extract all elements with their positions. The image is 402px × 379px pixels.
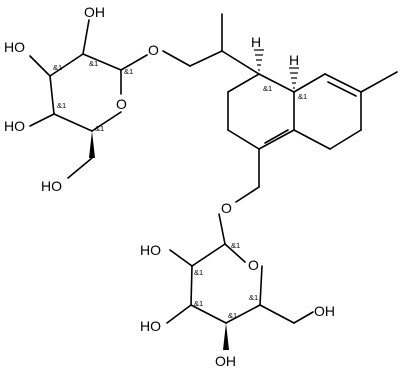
hashed-bond (254, 49, 264, 71)
bond (227, 129, 260, 150)
bond (29, 113, 55, 127)
bond (324, 73, 362, 93)
bond (258, 73, 295, 93)
bond (120, 54, 148, 71)
bond (29, 55, 51, 77)
bond (166, 304, 192, 324)
stereo-marker: &1 (249, 293, 258, 302)
bond (91, 111, 122, 132)
bond (191, 243, 226, 267)
bond (190, 265, 193, 306)
bond (221, 50, 260, 75)
bond (293, 73, 326, 93)
decalin-core (221, 50, 398, 203)
stereo-markers: &1 &1 &1 &1 &1 &1 &1 &1 &1 &1 &1 &1 (53, 59, 307, 320)
bond (82, 19, 90, 55)
stereo-marker: &1 (95, 124, 104, 133)
hydroxyl-label: HO (41, 178, 62, 194)
wedge-bond (89, 131, 95, 158)
bond (82, 53, 122, 71)
bond (218, 213, 226, 245)
stereo-h-label: H (289, 52, 299, 68)
upper-glucose-ring (29, 19, 148, 179)
hydroxyl-label: HO (140, 242, 161, 258)
bond (258, 129, 295, 150)
stereo-marker: &1 (194, 268, 203, 277)
bond (264, 129, 289, 144)
ring-oxygen-label: O (116, 96, 127, 112)
hydroxyl-label: HO (140, 318, 161, 334)
bond (49, 53, 84, 77)
stereo-hydrogens (254, 49, 299, 89)
stereo-marker: &1 (231, 241, 240, 250)
bond (360, 71, 398, 93)
bond (293, 311, 314, 324)
stereo-marker: &1 (124, 67, 133, 76)
bond (189, 50, 223, 67)
stereo-marker: &1 (53, 63, 62, 72)
ether-oxygen-label: O (148, 42, 159, 58)
bond (227, 73, 260, 93)
bond (225, 304, 261, 324)
bond (169, 249, 193, 267)
stereo-marker: &1 (194, 299, 203, 308)
wedge-bond (223, 323, 229, 350)
bond (327, 81, 357, 97)
bond (190, 304, 227, 324)
bond (53, 113, 93, 132)
bond (235, 186, 260, 203)
stereo-marker: &1 (228, 311, 237, 320)
stereo-marker: &1 (57, 101, 66, 110)
bond (162, 50, 191, 67)
bond (49, 75, 55, 115)
lower-glucose-ring (166, 213, 314, 350)
stereo-marker: &1 (263, 84, 272, 93)
hydroxyl-label: OH (314, 303, 335, 319)
ring-oxygen-label: O (248, 257, 259, 273)
hydroxyl-label: HO (4, 118, 25, 134)
hydroxyl-label: HO (4, 39, 25, 55)
bond (293, 129, 331, 150)
hydroxyl-label: OH (215, 353, 236, 369)
hydroxyl-label: OH (84, 4, 105, 20)
bond (67, 157, 93, 179)
ether-oxygen-label: O (221, 200, 232, 216)
hashed-bond (289, 67, 299, 89)
stereo-marker: &1 (298, 92, 307, 101)
bond (259, 265, 263, 306)
atom-labels: OH HO HO HO O O H H O O HO HO OH OH (4, 4, 335, 369)
upper-linker (162, 13, 223, 67)
bond (259, 304, 295, 324)
stereo-h-label: H (251, 34, 261, 50)
bond (224, 243, 246, 263)
stereo-marker: &1 (89, 59, 98, 68)
bond (329, 129, 362, 150)
